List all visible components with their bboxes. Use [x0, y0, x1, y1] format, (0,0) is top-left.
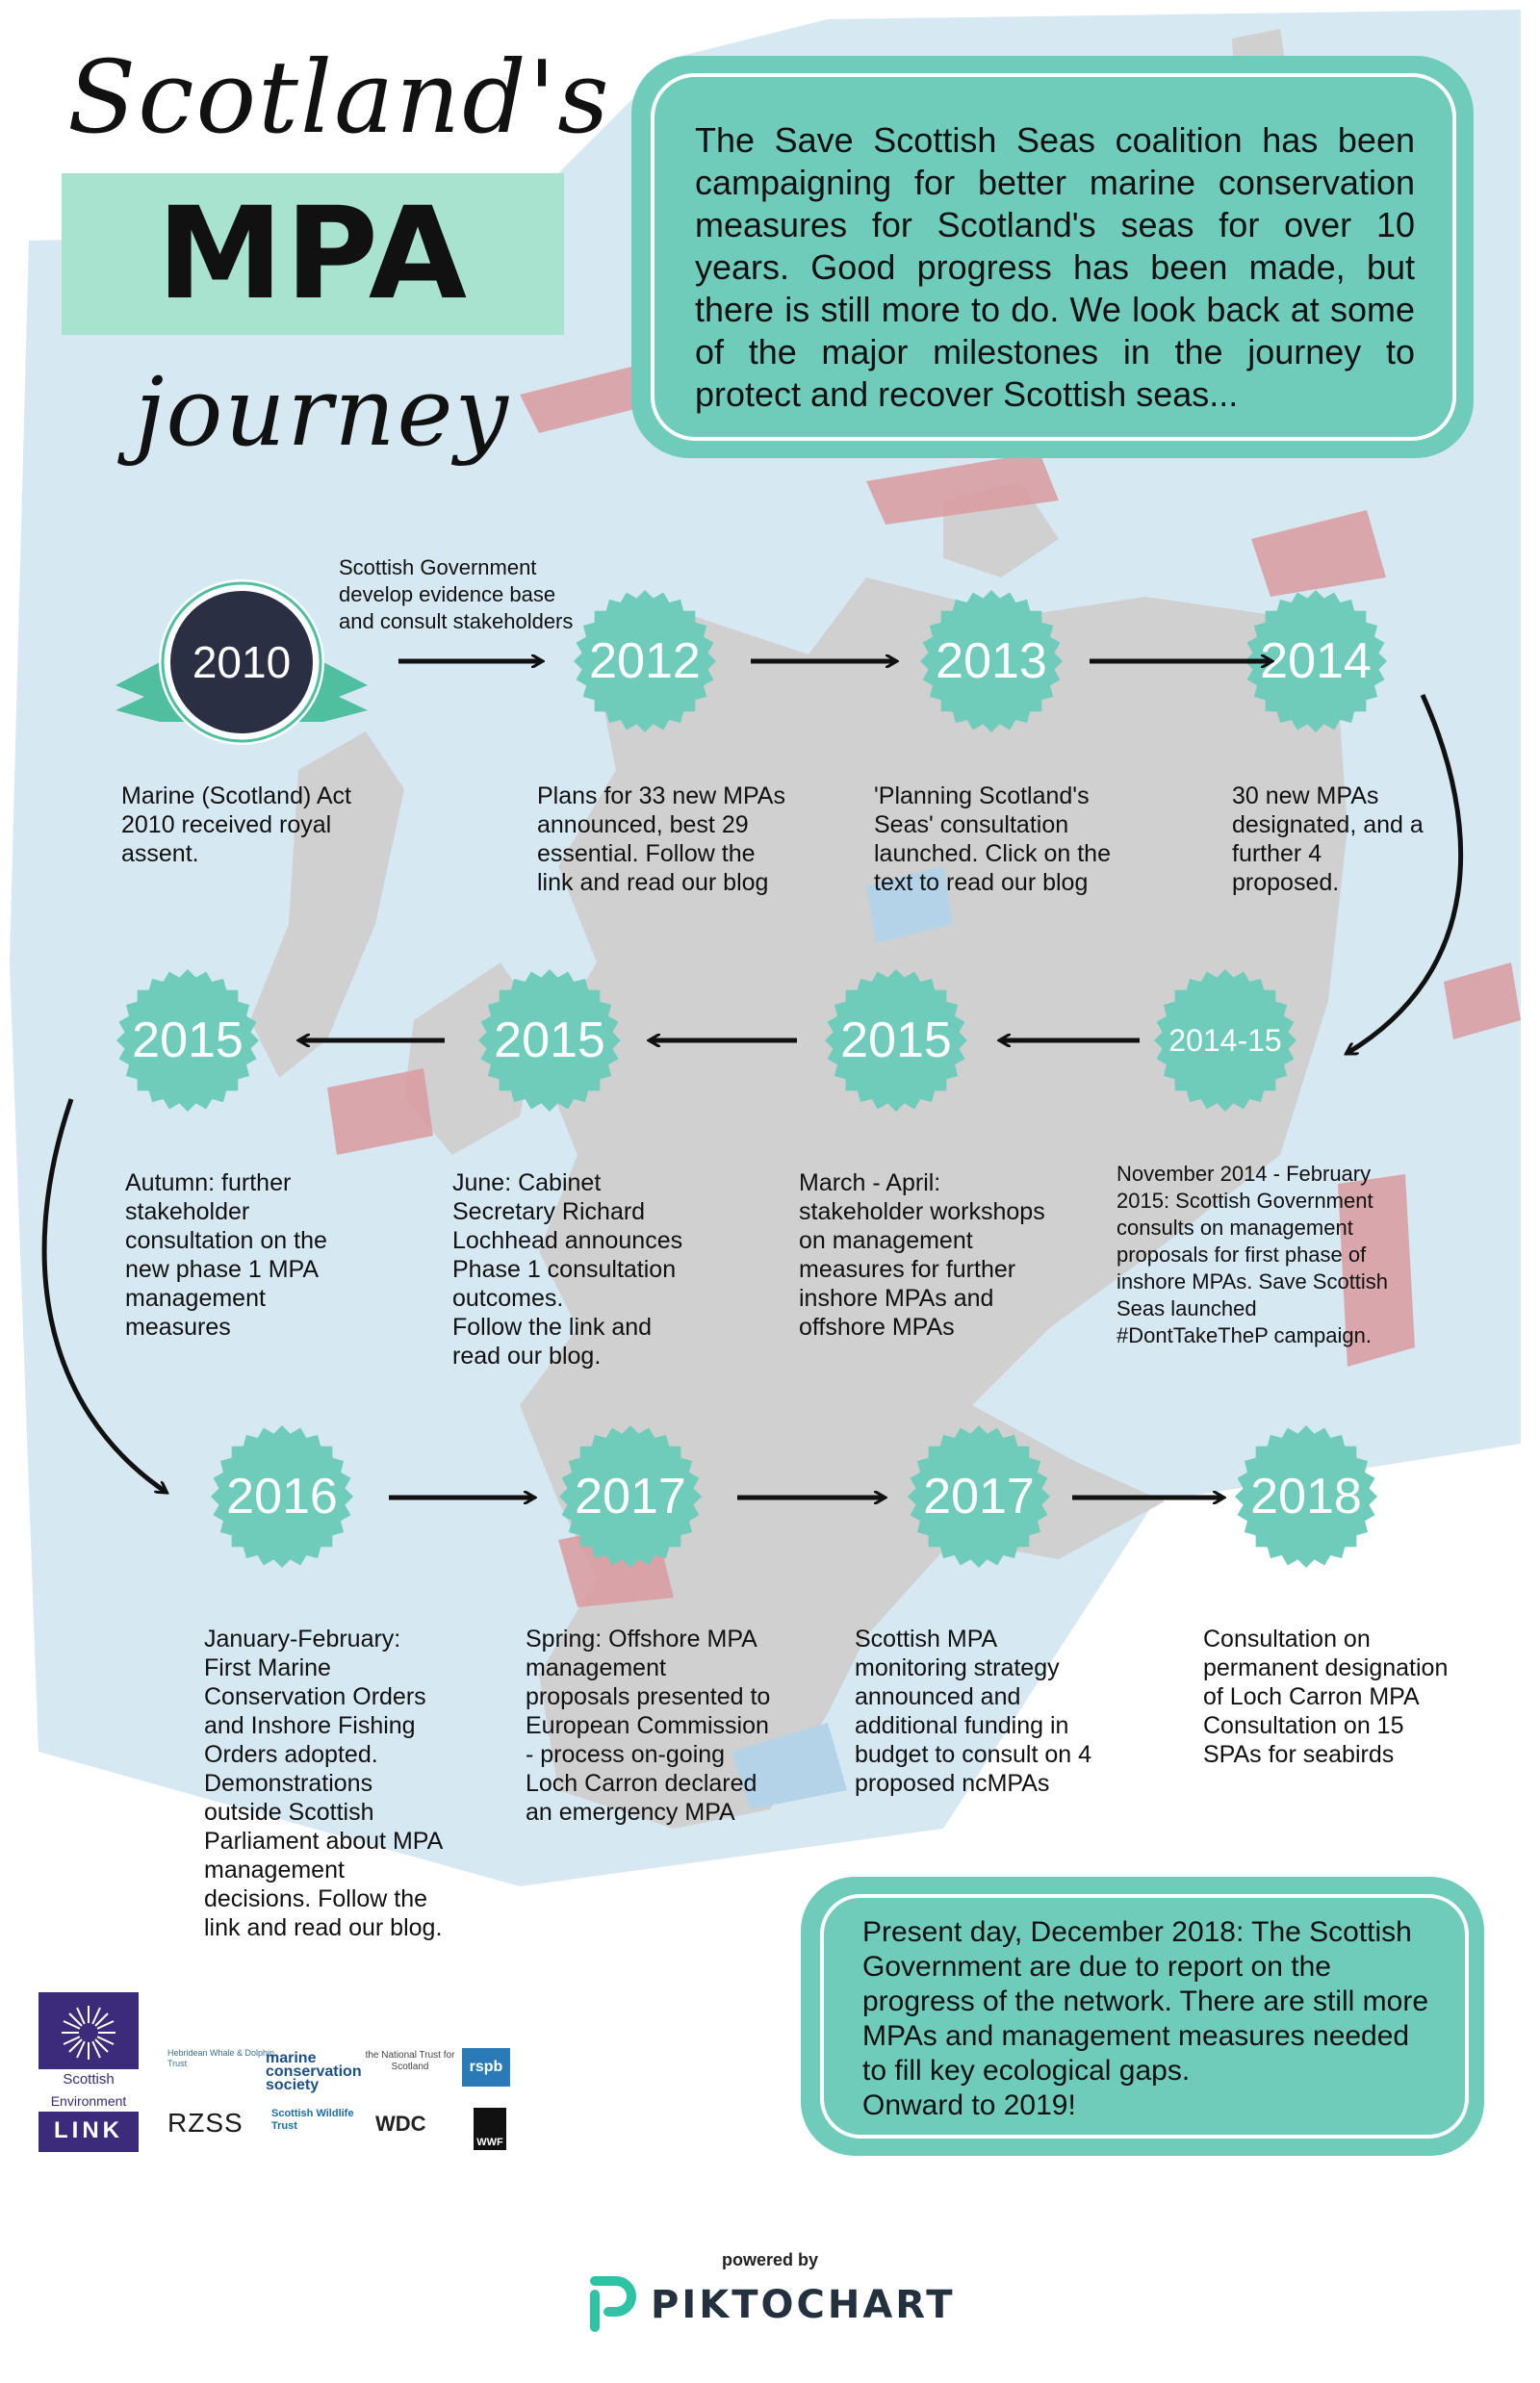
arrow-note: Scottish Government develop evidence bas… [339, 555, 574, 633]
outro-text: Present day, December 2018: The Scottish… [862, 1915, 1440, 2123]
mpa-zone [1251, 510, 1386, 597]
milestone-2014-text: 30 new MPAs designated, and a further 4 … [1232, 782, 1424, 896]
badge-year: 2015 [494, 1012, 605, 1068]
rspb-logo: rspb [462, 2048, 510, 2087]
milestone-2017-monitoring-text: Scottish MPA monitoring strategy announc… [855, 1626, 1092, 1797]
mpa-zone [327, 1068, 433, 1155]
badge-year: 2016 [226, 1469, 338, 1525]
badge-year: 2012 [589, 633, 701, 689]
milestone-badge: 2014 [1244, 589, 1388, 733]
outro-line: Present day, December 2018: The Scottish… [862, 1916, 1429, 2087]
milestone-badge: 2015 [477, 968, 622, 1113]
milestone-badge: 2017 [907, 1424, 1051, 1569]
mainland [520, 577, 1348, 1829]
badge-year: 2014 [1260, 633, 1372, 689]
partner-logos: Scottish Environment LINK Hebridean Whal… [38, 1992, 520, 2165]
badge-year: 2013 [936, 633, 1047, 689]
title-line3: journey [135, 358, 510, 468]
western-isles [250, 731, 404, 1078]
link-logo-line1: Scottish [38, 2069, 139, 2090]
piktochart-brand[interactable]: PIKTOCHART [587, 2275, 953, 2333]
badge-seal-icon [574, 590, 716, 732]
badge-seal-icon [478, 969, 621, 1112]
mpa-zone [1338, 1174, 1415, 1367]
badge-year-2010: 2010 [192, 637, 292, 687]
badge-year: 2015 [132, 1012, 244, 1068]
loch [732, 1723, 847, 1809]
milestone-2013-text: 'Planning Scotland's Seas' consultation … [874, 782, 1111, 896]
intro-bubble [631, 56, 1474, 458]
intro-bubble-border [651, 73, 1456, 441]
milestone-2012-text: Plans for 33 new MPAs announced, best 29… [537, 782, 785, 896]
wdc-logo: WDC [375, 2112, 426, 2136]
milestone-2018-text: Consultation on permanent designation of… [1203, 1626, 1449, 1768]
badge-seal-icon [116, 969, 259, 1112]
intro-text: The Save Scottish Seas coalition has bee… [695, 120, 1415, 414]
scottish-environment-link-logo: Scottish Environment LINK [38, 1992, 139, 2152]
piktochart-logo-icon [590, 2276, 636, 2332]
mpa-zone [520, 366, 654, 433]
mpa-zone [1444, 962, 1521, 1039]
milestone-2015-autumn-text: Autumn: further stakeholder consultation… [125, 1169, 327, 1341]
link-logo-line2: Environment [38, 2090, 139, 2112]
badge-seal-icon [908, 1425, 1050, 1568]
milestone-badge: 2013 [919, 589, 1064, 733]
milestone-badge: 2014-15 [1153, 968, 1297, 1113]
badge-seal-icon [1245, 590, 1387, 732]
badge-year: 2017 [923, 1469, 1035, 1525]
badge-seal-icon [559, 1425, 702, 1568]
milestone-badge: 2018 [1234, 1424, 1378, 1569]
milestone-2015-june-text: June: Cabinet Secretary Richard Lochhead… [452, 1169, 683, 1370]
title-line2: MPA [156, 180, 470, 328]
powered-by: powered by [721, 2250, 819, 2269]
piktochart-name: PIKTOCHART [651, 2283, 956, 2327]
starburst-icon [62, 2006, 116, 2060]
swt-logo: Scottish Wildlife Trust [271, 2108, 354, 2132]
milestone-badge: 2017 [558, 1424, 703, 1569]
milestone-2016-text: January-February: First Marine Conservat… [204, 1626, 443, 1941]
mpa-zone [866, 452, 1059, 525]
milestone-badge: 2015 [824, 968, 968, 1113]
badge-2010 [116, 579, 368, 745]
outro-bubble-border [820, 1894, 1469, 2139]
rzss-logo: RZSS [167, 2108, 244, 2138]
mcs-logo: marine conservation society [266, 2050, 362, 2093]
link-logo-line3: LINK [54, 2117, 123, 2143]
nts-logo: the National Trust for Scotland [365, 2050, 455, 2072]
badge-seal-icon [1154, 969, 1296, 1112]
badge-year: 2018 [1250, 1469, 1362, 1525]
milestone-badge: 2015 [116, 968, 260, 1113]
hwdt-logo: Hebridean Whale & Dolphin Trust [167, 2048, 275, 2068]
loch [866, 866, 953, 943]
badge-year: 2015 [840, 1012, 952, 1068]
milestone-badge: 2016 [210, 1424, 354, 1569]
badge-year: 2017 [575, 1469, 686, 1525]
badge-seal-icon [920, 590, 1063, 732]
badge-seal-icon [211, 1425, 353, 1568]
milestone-2010-text: Marine (Scotland) Act 2010 received roya… [121, 782, 351, 867]
milestone-badge: 2012 [573, 589, 717, 733]
milestone-2015-march-text: March - April: stakeholder workshops on … [799, 1169, 1045, 1341]
arrow-curve [41, 1098, 166, 1492]
arrow-curve [1348, 693, 1464, 1053]
title-band [62, 173, 564, 335]
title-line1: Scotland's [67, 38, 611, 156]
badge-year: 2014-15 [1168, 1023, 1282, 1058]
outro-line: Onward to 2019! [862, 2089, 1076, 2121]
wwf-logo: WWF [474, 2108, 506, 2150]
milestone-2017-spring-text: Spring: Offshore MPA management proposal… [526, 1626, 771, 1826]
badge-seal-icon [825, 969, 967, 1112]
milestone-2014-15-text: November 2014 - February 2015: Scottish … [1116, 1162, 1389, 1347]
badge-seal-icon [1235, 1425, 1377, 1568]
outro-bubble [801, 1877, 1484, 2156]
